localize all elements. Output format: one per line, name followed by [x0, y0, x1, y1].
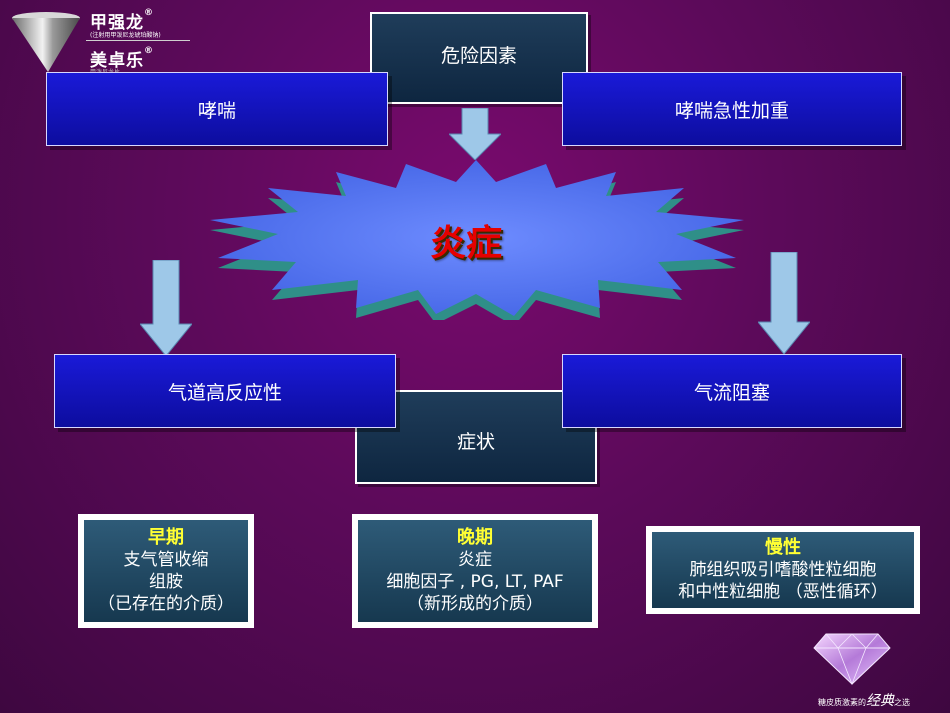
airway-hyperresponsiveness-box: 气道高反应性	[54, 354, 396, 428]
asthma-label: 哮喘	[197, 99, 236, 122]
brand1-subtitle: (注射用甲泼尼龙琥珀酸钠)	[90, 32, 161, 39]
chronic-phase-card: 慢性 肺组织吸引嗜酸性粒细胞 和中性粒细胞 （恶性循环）	[646, 526, 920, 614]
asthma-box: 哮喘	[46, 72, 388, 146]
brand1-name: 甲强龙	[90, 13, 144, 33]
airflow-obstruction-label: 气流阻塞	[693, 381, 770, 404]
symptom-label: 症状	[456, 430, 495, 453]
chronic-phase-line2: 和中性粒细胞 （恶性循环）	[678, 582, 888, 602]
airway-hyperresponsiveness-label: 气道高反应性	[167, 381, 282, 404]
early-phase-line1: 支气管收缩	[123, 550, 209, 570]
footer-caption-prefix: 糖皮质激素的	[818, 698, 866, 707]
late-phase-line3: （新形成的介质）	[407, 594, 543, 614]
early-phase-card: 早期 支气管收缩 组胺 （已存在的介质）	[78, 514, 254, 628]
starburst-shape	[210, 160, 744, 320]
chronic-phase-line1: 肺组织吸引嗜酸性粒细胞	[689, 560, 877, 580]
brand2-name: 美卓乐	[90, 51, 144, 71]
late-phase-line2: 细胞因子 , PG, LT, PAF	[386, 572, 564, 592]
chronic-phase-title: 慢性	[765, 537, 801, 558]
late-phase-line1: 炎症	[458, 550, 492, 570]
down-arrow-icon	[140, 260, 192, 356]
footer-caption-script: 经典	[866, 693, 894, 709]
brand-logo: 甲强龙® (注射用甲泼尼龙琥珀酸钠) 美卓乐® 甲泼尼龙片	[6, 4, 196, 76]
late-phase-title: 晚期	[457, 527, 493, 548]
footer-caption-suffix: 之选	[894, 698, 910, 707]
asthma-exacerbation-box: 哮喘急性加重	[562, 72, 902, 146]
risk-factor-box: 危险因素	[370, 12, 588, 104]
early-phase-title: 早期	[148, 527, 184, 548]
inflammation-label: 炎症	[430, 223, 503, 264]
diamond-icon	[813, 633, 891, 686]
late-phase-card: 晚期 炎症 细胞因子 , PG, LT, PAF （新形成的介质）	[352, 514, 598, 628]
airflow-obstruction-box: 气流阻塞	[562, 354, 902, 428]
risk-factor-label: 危险因素	[440, 44, 517, 67]
footer-caption: 糖皮质激素的经典之选	[818, 690, 910, 710]
cone-logo-icon	[12, 12, 80, 72]
early-phase-line3: （已存在的介质）	[98, 594, 234, 614]
early-phase-line2: 组胺	[149, 572, 183, 592]
down-arrow-icon	[449, 108, 501, 160]
asthma-exacerbation-label: 哮喘急性加重	[674, 99, 789, 122]
down-arrow-icon	[758, 252, 810, 354]
